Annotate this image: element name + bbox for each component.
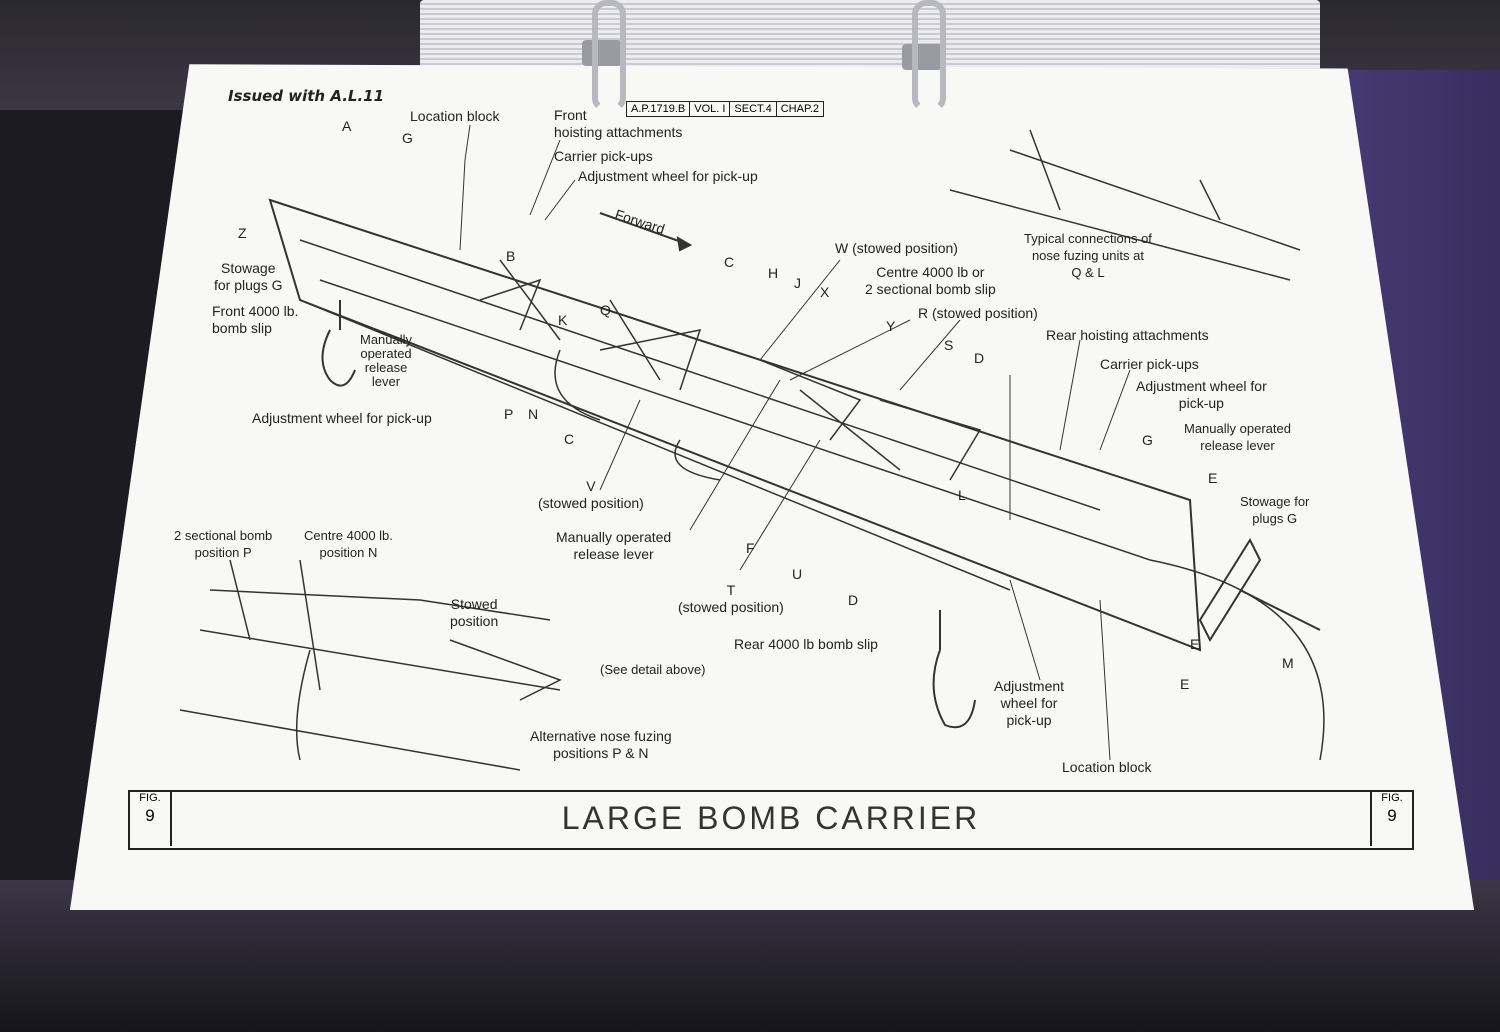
letter-q: Q — [600, 302, 611, 318]
label-rear-bomb-slip: Rear 4000 lb bomb slip — [734, 636, 878, 652]
letter-d-bottom: D — [848, 592, 859, 608]
label-carrier-pickups-rear: Carrier pick-ups — [1100, 356, 1199, 372]
binder-ring-right — [912, 0, 946, 112]
label-adj-wheel-rear-bottom: Adjustment wheel for pick-up — [994, 678, 1065, 728]
letter-e-mid: E — [1190, 636, 1200, 652]
binder-ring-left — [592, 0, 626, 112]
label-centre-n: Centre 4000 lb. position N — [304, 528, 393, 560]
label-sectional-p: 2 sectional bomb position P — [174, 528, 273, 560]
letter-b: B — [506, 248, 516, 264]
fig-box-left: FIG. 9 — [130, 792, 172, 846]
label-stowage-plugs-front: Stowage for plugs G — [214, 260, 283, 293]
label-see-detail: (See detail above) — [600, 662, 706, 677]
ref-vol: VOL. I — [690, 102, 731, 116]
letter-u: U — [792, 566, 803, 582]
fig-box-right: FIG. 9 — [1370, 792, 1412, 846]
letter-m: M — [1282, 655, 1294, 671]
fig-number-right: 9 — [1387, 806, 1397, 825]
letter-d-top: D — [974, 350, 985, 366]
carrier-beam-outline — [268, 198, 1202, 652]
issued-note: Issued with A.L.11 — [228, 87, 385, 105]
binder-ring-base-left — [582, 40, 622, 66]
label-manual-release-mid: Manually operated release lever — [556, 529, 672, 562]
label-alt-nose-fuzing: Alternative nose fuzing positions P & N — [530, 728, 672, 761]
ref-ap: A.P.1719.B — [627, 102, 691, 116]
manual-page — [70, 64, 1474, 910]
title-block: FIG. 9 LARGE BOMB CARRIER FIG. 9 — [128, 790, 1414, 850]
letter-p: P — [504, 406, 514, 422]
label-stowage-plugs-rear: Stowage for plugs G — [1240, 494, 1310, 526]
letter-c-top: C — [724, 254, 735, 270]
label-rear-hoisting: Rear hoisting attachments — [1046, 327, 1209, 343]
label-location-block-front: Location block — [410, 108, 500, 124]
letter-c-bottom: C — [564, 431, 575, 447]
letter-k: K — [558, 312, 568, 328]
label-t-stowed: T (stowed position) — [678, 582, 784, 615]
label-front-bomb-slip: Front 4000 lb. bomb slip — [212, 303, 299, 336]
letter-j: J — [794, 275, 801, 291]
letter-a: A — [342, 118, 352, 134]
label-adj-wheel-rear: Adjustment wheel for pick-up — [1136, 378, 1267, 411]
letter-g-rear: G — [1142, 432, 1153, 448]
label-r-stowed: R (stowed position) — [918, 305, 1038, 321]
letter-z: Z — [238, 225, 247, 241]
letter-f: F — [746, 540, 755, 556]
label-location-block-rear: Location block — [1062, 759, 1152, 775]
label-typical-connections: Typical connections of nose fuzing units… — [1024, 231, 1152, 280]
letter-e-top: E — [1208, 470, 1218, 486]
fig-number-left: 9 — [145, 806, 155, 825]
label-w-stowed: W (stowed position) — [835, 240, 958, 256]
letter-x: X — [820, 284, 830, 300]
label-stowed-position: Stowed position — [450, 596, 499, 629]
label-manual-release-rear: Manually operated release lever — [1184, 421, 1291, 453]
forward-arrow-head — [676, 236, 693, 252]
letter-h: H — [768, 265, 779, 281]
reference-box: A.P.1719.B VOL. I SECT.4 CHAP.2 — [626, 101, 825, 117]
binder-ring-base-right — [902, 44, 942, 70]
label-carrier-pickups-front: Carrier pick-ups — [554, 148, 653, 164]
ref-sect: SECT.4 — [730, 102, 777, 116]
label-adj-wheel-front-bottom: Adjustment wheel for pick-up — [252, 410, 432, 426]
diagram-title: LARGE BOMB CARRIER — [561, 800, 981, 836]
label-manual-release-front: Manually operated release lever — [360, 332, 413, 389]
letter-y: Y — [886, 318, 896, 334]
ref-chap: CHAP.2 — [780, 103, 820, 115]
letter-s: S — [944, 337, 954, 353]
letter-e-bottom: E — [1180, 676, 1190, 692]
letter-n: N — [528, 406, 539, 422]
label-v-stowed: V (stowed position) — [538, 478, 644, 511]
forward-arrow-line — [599, 212, 691, 246]
label-centre-slip: Centre 4000 lb or 2 sectional bomb slip — [865, 264, 996, 297]
fig-label-left: FIG. — [139, 792, 161, 804]
label-adj-wheel-front-top: Adjustment wheel for pick-up — [578, 168, 758, 184]
letter-l: L — [958, 487, 966, 503]
fig-label-right: FIG. — [1381, 792, 1403, 804]
letter-g: G — [402, 130, 413, 146]
label-front-hoisting: Front hoisting attachments — [554, 107, 683, 140]
